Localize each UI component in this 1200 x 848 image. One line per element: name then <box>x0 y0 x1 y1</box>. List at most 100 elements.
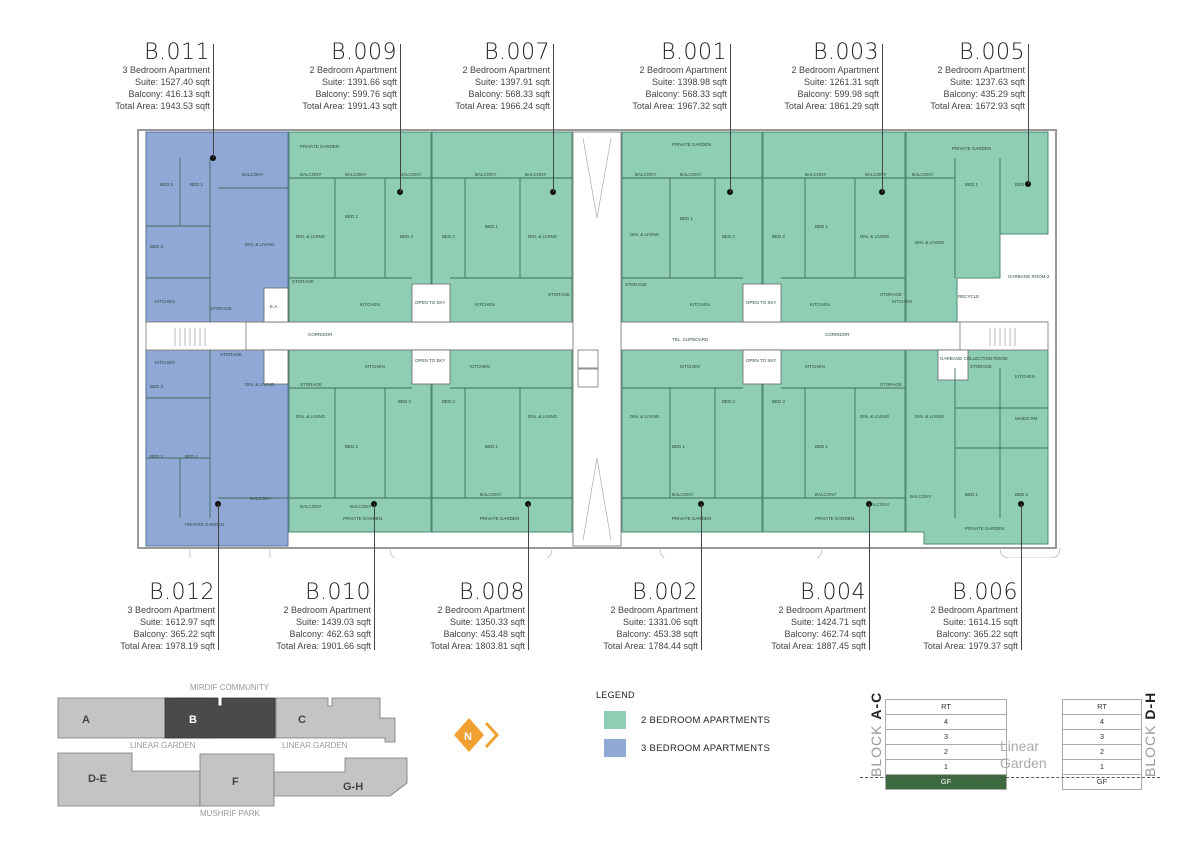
leader-line <box>1028 44 1029 184</box>
legend-swatch-blue <box>604 739 626 757</box>
unit-type: 2 Bedroom Apartment <box>610 605 698 615</box>
unit-marker-b003 <box>879 189 885 195</box>
svg-text:D-E: D-E <box>88 773 107 785</box>
floor-4[interactable]: 4 <box>885 714 1007 730</box>
floor-2[interactable]: 2 <box>885 744 1007 760</box>
unit-total: Total Area: 1979.37 sqft <box>923 641 1018 651</box>
floor-1[interactable]: 1 <box>885 759 1007 775</box>
legend-title: LEGEND <box>596 690 635 700</box>
unit-balcony: Balcony: 453.38 sqft <box>616 629 698 639</box>
svg-text:BED 1: BED 1 <box>965 492 979 497</box>
unit-suite: Suite: 1331.06 sqft <box>622 617 698 627</box>
svg-text:TEL. CUPBOARD: TEL. CUPBOARD <box>672 337 709 342</box>
unit-area-b010[interactable] <box>288 349 432 533</box>
svg-text:N: N <box>464 731 472 743</box>
north-compass-icon: N <box>454 718 500 752</box>
svg-text:BALCONY: BALCONY <box>635 172 657 177</box>
unit-label-b010: B.010 2 Bedroom Apartment Suite: 1439.03… <box>276 582 371 652</box>
unit-label-b003: B.003 2 Bedroom Apartment Suite: 1261.31… <box>784 42 879 112</box>
svg-text:BED 2: BED 2 <box>722 234 736 239</box>
unit-area-b008[interactable] <box>431 349 573 533</box>
svg-text:KITCHEN: KITCHEN <box>805 364 825 369</box>
floor-gf[interactable]: GF <box>1062 774 1142 790</box>
svg-text:BALCONY: BALCONY <box>680 172 702 177</box>
key-block-gh[interactable] <box>273 757 408 797</box>
unit-type: 2 Bedroom Apartment <box>791 65 879 75</box>
unit-total: Total Area: 1967.32 sqft <box>632 101 727 111</box>
unit-label-b006: B.006 2 Bedroom Apartment Suite: 1614.15… <box>923 582 1018 652</box>
svg-text:BED 2: BED 2 <box>160 182 174 187</box>
svg-text:PRIVATE GARDEN: PRIVATE GARDEN <box>815 516 854 521</box>
unit-label-b008: B.008 2 Bedroom Apartment Suite: 1350.33… <box>430 582 525 652</box>
leader-line <box>1021 504 1022 650</box>
svg-text:PRIVATE GARDEN: PRIVATE GARDEN <box>480 516 519 521</box>
svg-text:MUSHRIF PARK: MUSHRIF PARK <box>200 809 261 818</box>
svg-text:DIN. & LIVING: DIN. & LIVING <box>630 232 660 237</box>
unit-type: 2 Bedroom Apartment <box>937 65 1025 75</box>
svg-text:PRIVATE GARDEN: PRIVATE GARDEN <box>952 146 991 151</box>
svg-text:STORAGE: STORAGE <box>210 306 232 311</box>
svg-text:DIN. & LIVING: DIN. & LIVING <box>860 234 890 239</box>
unit-area-b006[interactable] <box>905 349 1049 545</box>
svg-text:BED 1: BED 1 <box>815 444 829 449</box>
svg-text:BALCONY: BALCONY <box>525 172 547 177</box>
key-plan: MIRDIF COMMUNITY A B C LINEAR GARDEN LIN… <box>57 683 408 818</box>
svg-text:KITCHEN: KITCHEN <box>470 364 490 369</box>
unit-type: 3 Bedroom Apartment <box>127 605 215 615</box>
svg-text:BALCONY: BALCONY <box>868 502 890 507</box>
floor-3[interactable]: 3 <box>885 729 1007 745</box>
unit-area-b003[interactable] <box>762 131 906 323</box>
svg-text:STORAGE: STORAGE <box>300 382 322 387</box>
svg-text:KITCHEN: KITCHEN <box>680 364 700 369</box>
unit-total: Total Area: 1861.29 sqft <box>784 101 879 111</box>
unit-area-b004[interactable] <box>762 349 906 533</box>
key-block-c[interactable] <box>275 697 396 743</box>
floor-rt[interactable]: RT <box>885 699 1007 715</box>
key-block-f[interactable] <box>199 753 275 807</box>
unit-area-b007[interactable] <box>431 131 573 323</box>
floor-4[interactable]: 4 <box>1062 714 1142 730</box>
unit-code: B.007 <box>484 40 550 65</box>
svg-text:KITCHEN: KITCHEN <box>360 302 380 307</box>
unit-code: B.012 <box>149 580 215 605</box>
unit-type: 2 Bedroom Apartment <box>437 605 525 615</box>
unit-type: 2 Bedroom Apartment <box>309 65 397 75</box>
svg-text:CORRIDOR: CORRIDOR <box>308 332 333 337</box>
svg-text:F: F <box>232 776 239 788</box>
unit-code: B.006 <box>952 580 1018 605</box>
svg-text:BALCONY: BALCONY <box>805 172 827 177</box>
key-block-b[interactable] <box>164 697 276 739</box>
unit-balcony: Balcony: 568.33 sqft <box>645 89 727 99</box>
unit-area-b002[interactable] <box>621 349 763 533</box>
floor-rt[interactable]: RT <box>1062 699 1142 715</box>
legend-item-3bed: 3 BEDROOM APARTMENTS <box>604 739 770 757</box>
svg-text:KITCHEN: KITCHEN <box>690 302 710 307</box>
unit-type: 2 Bedroom Apartment <box>778 605 866 615</box>
floor-1[interactable]: 1 <box>1062 759 1142 775</box>
floor-gf-active[interactable]: GF <box>885 774 1007 790</box>
svg-text:C: C <box>298 714 306 726</box>
unit-total: Total Area: 1784.44 sqft <box>603 641 698 651</box>
svg-text:DIN. & LIVING: DIN. & LIVING <box>630 414 660 419</box>
unit-area-b009[interactable] <box>288 131 432 323</box>
unit-area-b001[interactable] <box>621 131 763 323</box>
svg-text:BED 2: BED 2 <box>442 234 456 239</box>
floor-2[interactable]: 2 <box>1062 744 1142 760</box>
svg-text:BALCONY: BALCONY <box>912 172 934 177</box>
svg-text:BED 2: BED 2 <box>442 399 456 404</box>
svg-text:DIN. & LIVING: DIN. & LIVING <box>528 414 558 419</box>
floor-3[interactable]: 3 <box>1062 729 1142 745</box>
unit-code: B.010 <box>305 580 371 605</box>
unit-balcony: Balcony: 435.29 sqft <box>943 89 1025 99</box>
svg-text:CORRIDOR: CORRIDOR <box>825 332 850 337</box>
unit-code: B.004 <box>800 580 866 605</box>
unit-suite: Suite: 1261.31 sqft <box>803 77 879 87</box>
unit-suite: Suite: 1350.33 sqft <box>449 617 525 627</box>
key-block-de[interactable] <box>57 752 201 807</box>
svg-text:BED 1: BED 1 <box>485 444 499 449</box>
unit-balcony: Balcony: 462.63 sqft <box>289 629 371 639</box>
svg-text:KITCHEN: KITCHEN <box>810 302 830 307</box>
svg-text:MIRDIF COMMUNITY: MIRDIF COMMUNITY <box>190 683 270 692</box>
svg-text:BED 2: BED 2 <box>400 234 414 239</box>
svg-text:BALCONY: BALCONY <box>250 496 272 501</box>
